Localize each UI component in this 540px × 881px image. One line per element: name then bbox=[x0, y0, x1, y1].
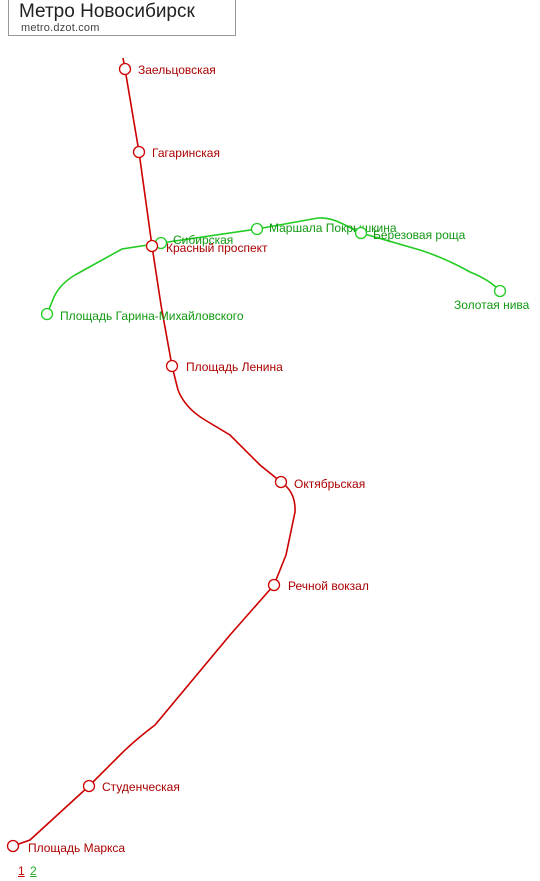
line-2-link[interactable]: 2 bbox=[30, 864, 37, 878]
line-legend: 1 2 bbox=[18, 864, 39, 878]
station-label[interactable]: Речной вокзал bbox=[288, 579, 369, 593]
line-2-track bbox=[46, 217, 501, 315]
station-marker[interactable] bbox=[118, 62, 132, 76]
map-subtitle: metro.dzot.com bbox=[21, 22, 100, 34]
station-label[interactable]: Сибирская bbox=[173, 233, 233, 247]
station-label[interactable]: Заельцовская bbox=[138, 63, 216, 77]
station-label[interactable]: Площадь Ленина bbox=[186, 360, 283, 374]
station-ploshchad-lenina[interactable]: Площадь Ленина bbox=[165, 359, 284, 374]
station-berezovaya-roshcha[interactable]: Березовая роща bbox=[354, 226, 466, 243]
station-marker[interactable] bbox=[267, 578, 281, 592]
station-label[interactable]: Студенческая bbox=[102, 780, 180, 794]
map-title: Метро Новосибирск bbox=[19, 1, 195, 22]
line-1-link[interactable]: 1 bbox=[18, 864, 25, 878]
station-label[interactable]: Октябрьская bbox=[294, 477, 365, 491]
station-marker[interactable] bbox=[82, 779, 96, 793]
station-zolotaya-niva[interactable]: Золотая нива bbox=[454, 284, 530, 313]
station-marker[interactable] bbox=[250, 222, 264, 236]
station-marker[interactable] bbox=[274, 475, 288, 489]
station-marker[interactable] bbox=[165, 359, 179, 373]
station-sibirskaya[interactable]: Сибирская bbox=[154, 233, 234, 250]
station-marker[interactable] bbox=[40, 307, 54, 321]
station-label[interactable]: Березовая роща bbox=[373, 228, 466, 242]
station-label[interactable]: Гагаринская bbox=[152, 146, 220, 160]
station-krasny-prospekt[interactable]: Красный проспект bbox=[145, 239, 269, 256]
station-marker[interactable] bbox=[6, 839, 20, 853]
station-label[interactable]: Золотая нива bbox=[454, 298, 530, 312]
station-ploshchad-garina[interactable]: Площадь Гарина-Михайловского bbox=[40, 307, 244, 324]
station-studencheskaya[interactable]: Студенческая bbox=[82, 779, 180, 794]
station-marker[interactable] bbox=[354, 226, 368, 240]
station-marker[interactable] bbox=[493, 284, 507, 298]
station-label[interactable]: Площадь Гарина-Михайловского bbox=[60, 309, 244, 323]
map-title-box: Метро Новосибирск metro.dzot.com bbox=[8, 0, 236, 36]
station-gagarinskaya[interactable]: Гагаринская bbox=[132, 145, 220, 160]
station-marker[interactable] bbox=[132, 145, 146, 159]
station-oktyabrskaya[interactable]: Октябрьская bbox=[274, 475, 366, 492]
station-rechnoy-vokzal[interactable]: Речной вокзал bbox=[267, 578, 369, 593]
station-label[interactable]: Красный проспект bbox=[166, 241, 268, 255]
station-marker[interactable] bbox=[145, 239, 159, 253]
line-1-track bbox=[12, 57, 296, 847]
station-label[interactable]: Площадь Маркса bbox=[28, 841, 125, 855]
station-zaeltsovskaya[interactable]: Заельцовская bbox=[118, 62, 216, 77]
station-ploshchad-marksa[interactable]: Площадь Маркса bbox=[6, 839, 126, 856]
